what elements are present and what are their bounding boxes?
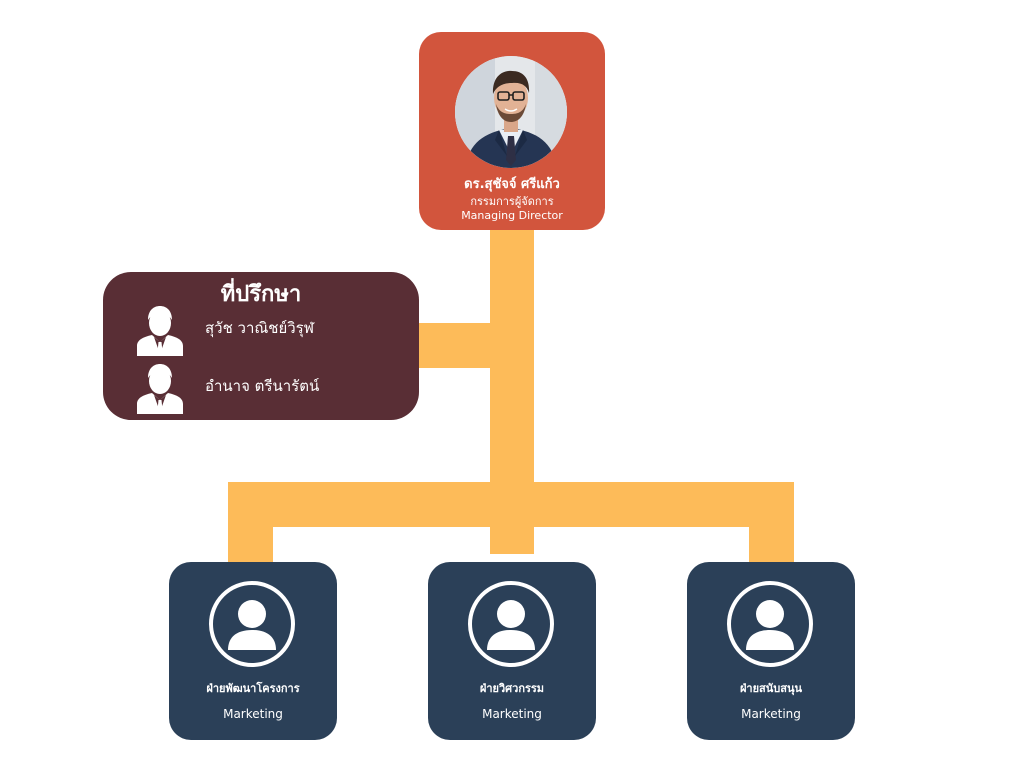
- department-card: ฝ่ายวิศวกรรม Marketing: [428, 562, 596, 740]
- director-title-english: Managing Director: [461, 209, 563, 222]
- advisor-heading: ที่ปรึกษา: [220, 282, 302, 307]
- connector-department-left: [228, 482, 273, 564]
- businessman-icon: [137, 364, 183, 414]
- department-name: ฝ่ายวิศวกรรม: [479, 682, 545, 695]
- director-photo: [455, 56, 567, 168]
- advisor-row: อำนาจ ตรีนารัตน์: [133, 362, 403, 414]
- advisor-name: อำนาจ ตรีนารัตน์: [205, 377, 320, 395]
- department-card: ฝ่ายสนับสนุน Marketing: [687, 562, 855, 740]
- director-title-thai: กรรมการผู้จัดการ: [470, 195, 554, 208]
- businessman-icon: [137, 306, 183, 356]
- advisor-row: สุวัช วาณิชย์วิรุฬ: [133, 304, 403, 356]
- user-avatar-icon: [209, 581, 295, 667]
- advisor-card: ที่ปรึกษา สุวัช วาณิชย์วิรุฬ อำนาจ ตรีนา…: [103, 272, 419, 420]
- department-name: ฝ่ายพัฒนาโครงการ: [206, 682, 300, 695]
- connector-advisor-branch: [417, 323, 492, 368]
- director-portrait-image: [455, 56, 567, 168]
- department-subtitle: Marketing: [741, 707, 801, 721]
- connector-department-bus: [228, 482, 794, 527]
- department-subtitle: Marketing: [223, 707, 283, 721]
- user-avatar-icon: [727, 581, 813, 667]
- director-card: ดร.สุชัจจ์ ศรีแก้ว กรรมการผู้จัดการ Mana…: [419, 32, 605, 230]
- department-subtitle: Marketing: [482, 707, 542, 721]
- advisor-name: สุวัช วาณิชย์วิรุฬ: [205, 319, 314, 337]
- connector-department-right: [749, 482, 794, 564]
- director-name: ดร.สุชัจจ์ ศรีแก้ว: [464, 177, 560, 192]
- department-name: ฝ่ายสนับสนุน: [739, 682, 803, 695]
- department-card: ฝ่ายพัฒนาโครงการ Marketing: [169, 562, 337, 740]
- user-avatar-icon: [468, 581, 554, 667]
